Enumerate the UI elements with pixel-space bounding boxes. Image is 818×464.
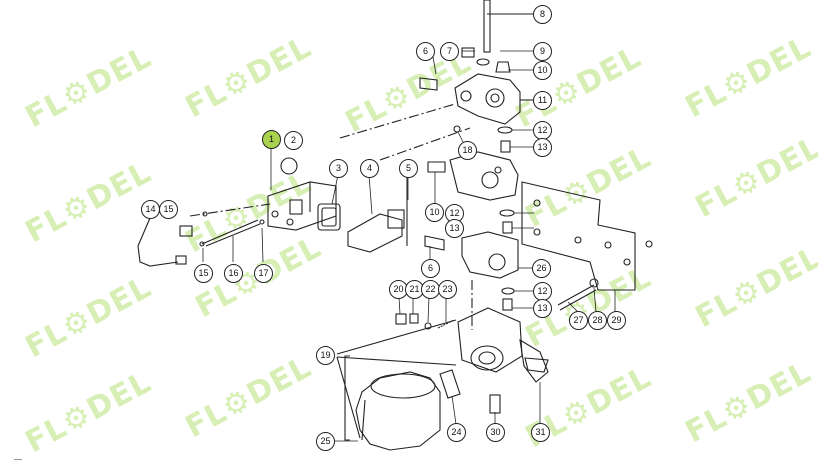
- callout-3[interactable]: 3: [329, 159, 348, 178]
- callout-7[interactable]: 7: [440, 42, 459, 61]
- callout-15[interactable]: 15: [159, 200, 178, 219]
- callout-10[interactable]: 10: [533, 61, 552, 80]
- valve-block-part: [424, 231, 519, 279]
- leader-lines: [160, 13, 616, 442]
- callout-13[interactable]: 13: [445, 219, 464, 238]
- callout-24[interactable]: 24: [447, 423, 466, 442]
- oil-filter-part: [355, 371, 441, 451]
- callout-18[interactable]: 18: [458, 141, 477, 160]
- cable-assembly-part: [137, 211, 265, 267]
- callout-6[interactable]: 6: [416, 42, 435, 61]
- callout-28[interactable]: 28: [588, 311, 607, 330]
- callout-1[interactable]: 1: [262, 130, 281, 149]
- callout-16[interactable]: 16: [224, 264, 243, 283]
- callout-12[interactable]: 12: [445, 204, 464, 223]
- callout-15[interactable]: 15: [194, 264, 213, 283]
- callout-2[interactable]: 2: [284, 131, 303, 150]
- long-bolt-part: [483, 0, 534, 53]
- callout-29[interactable]: 29: [607, 311, 626, 330]
- filter-head-part: [457, 307, 549, 383]
- valve-housing-part: [419, 47, 534, 125]
- callout-26[interactable]: 26: [532, 259, 551, 278]
- callout-27[interactable]: 27: [569, 311, 588, 330]
- callout-4[interactable]: 4: [360, 159, 379, 178]
- callout-30[interactable]: 30: [486, 423, 505, 442]
- callout-14[interactable]: 14: [141, 200, 160, 219]
- callout-12[interactable]: 12: [533, 282, 552, 301]
- callout-10[interactable]: 10: [425, 203, 444, 222]
- callout-17[interactable]: 17: [254, 264, 273, 283]
- callout-11[interactable]: 11: [533, 91, 552, 110]
- callout-31[interactable]: 31: [531, 423, 550, 442]
- callout-23[interactable]: 23: [438, 280, 457, 299]
- callout-8[interactable]: 8: [533, 5, 552, 24]
- callout-13[interactable]: 13: [533, 299, 552, 318]
- callout-9[interactable]: 9: [533, 42, 552, 61]
- middle-valve-housing-part: [427, 151, 519, 201]
- callout-19[interactable]: 19: [316, 346, 335, 365]
- footer-mark: —: [14, 455, 22, 464]
- callout-5[interactable]: 5: [399, 159, 418, 178]
- connector-plug-part: [347, 209, 405, 253]
- callout-6[interactable]: 6: [421, 259, 440, 278]
- solenoid-valve-part: [267, 157, 337, 231]
- callout-25[interactable]: 25: [316, 432, 335, 451]
- callout-13[interactable]: 13: [533, 138, 552, 157]
- bracket-plate-part: [521, 181, 653, 291]
